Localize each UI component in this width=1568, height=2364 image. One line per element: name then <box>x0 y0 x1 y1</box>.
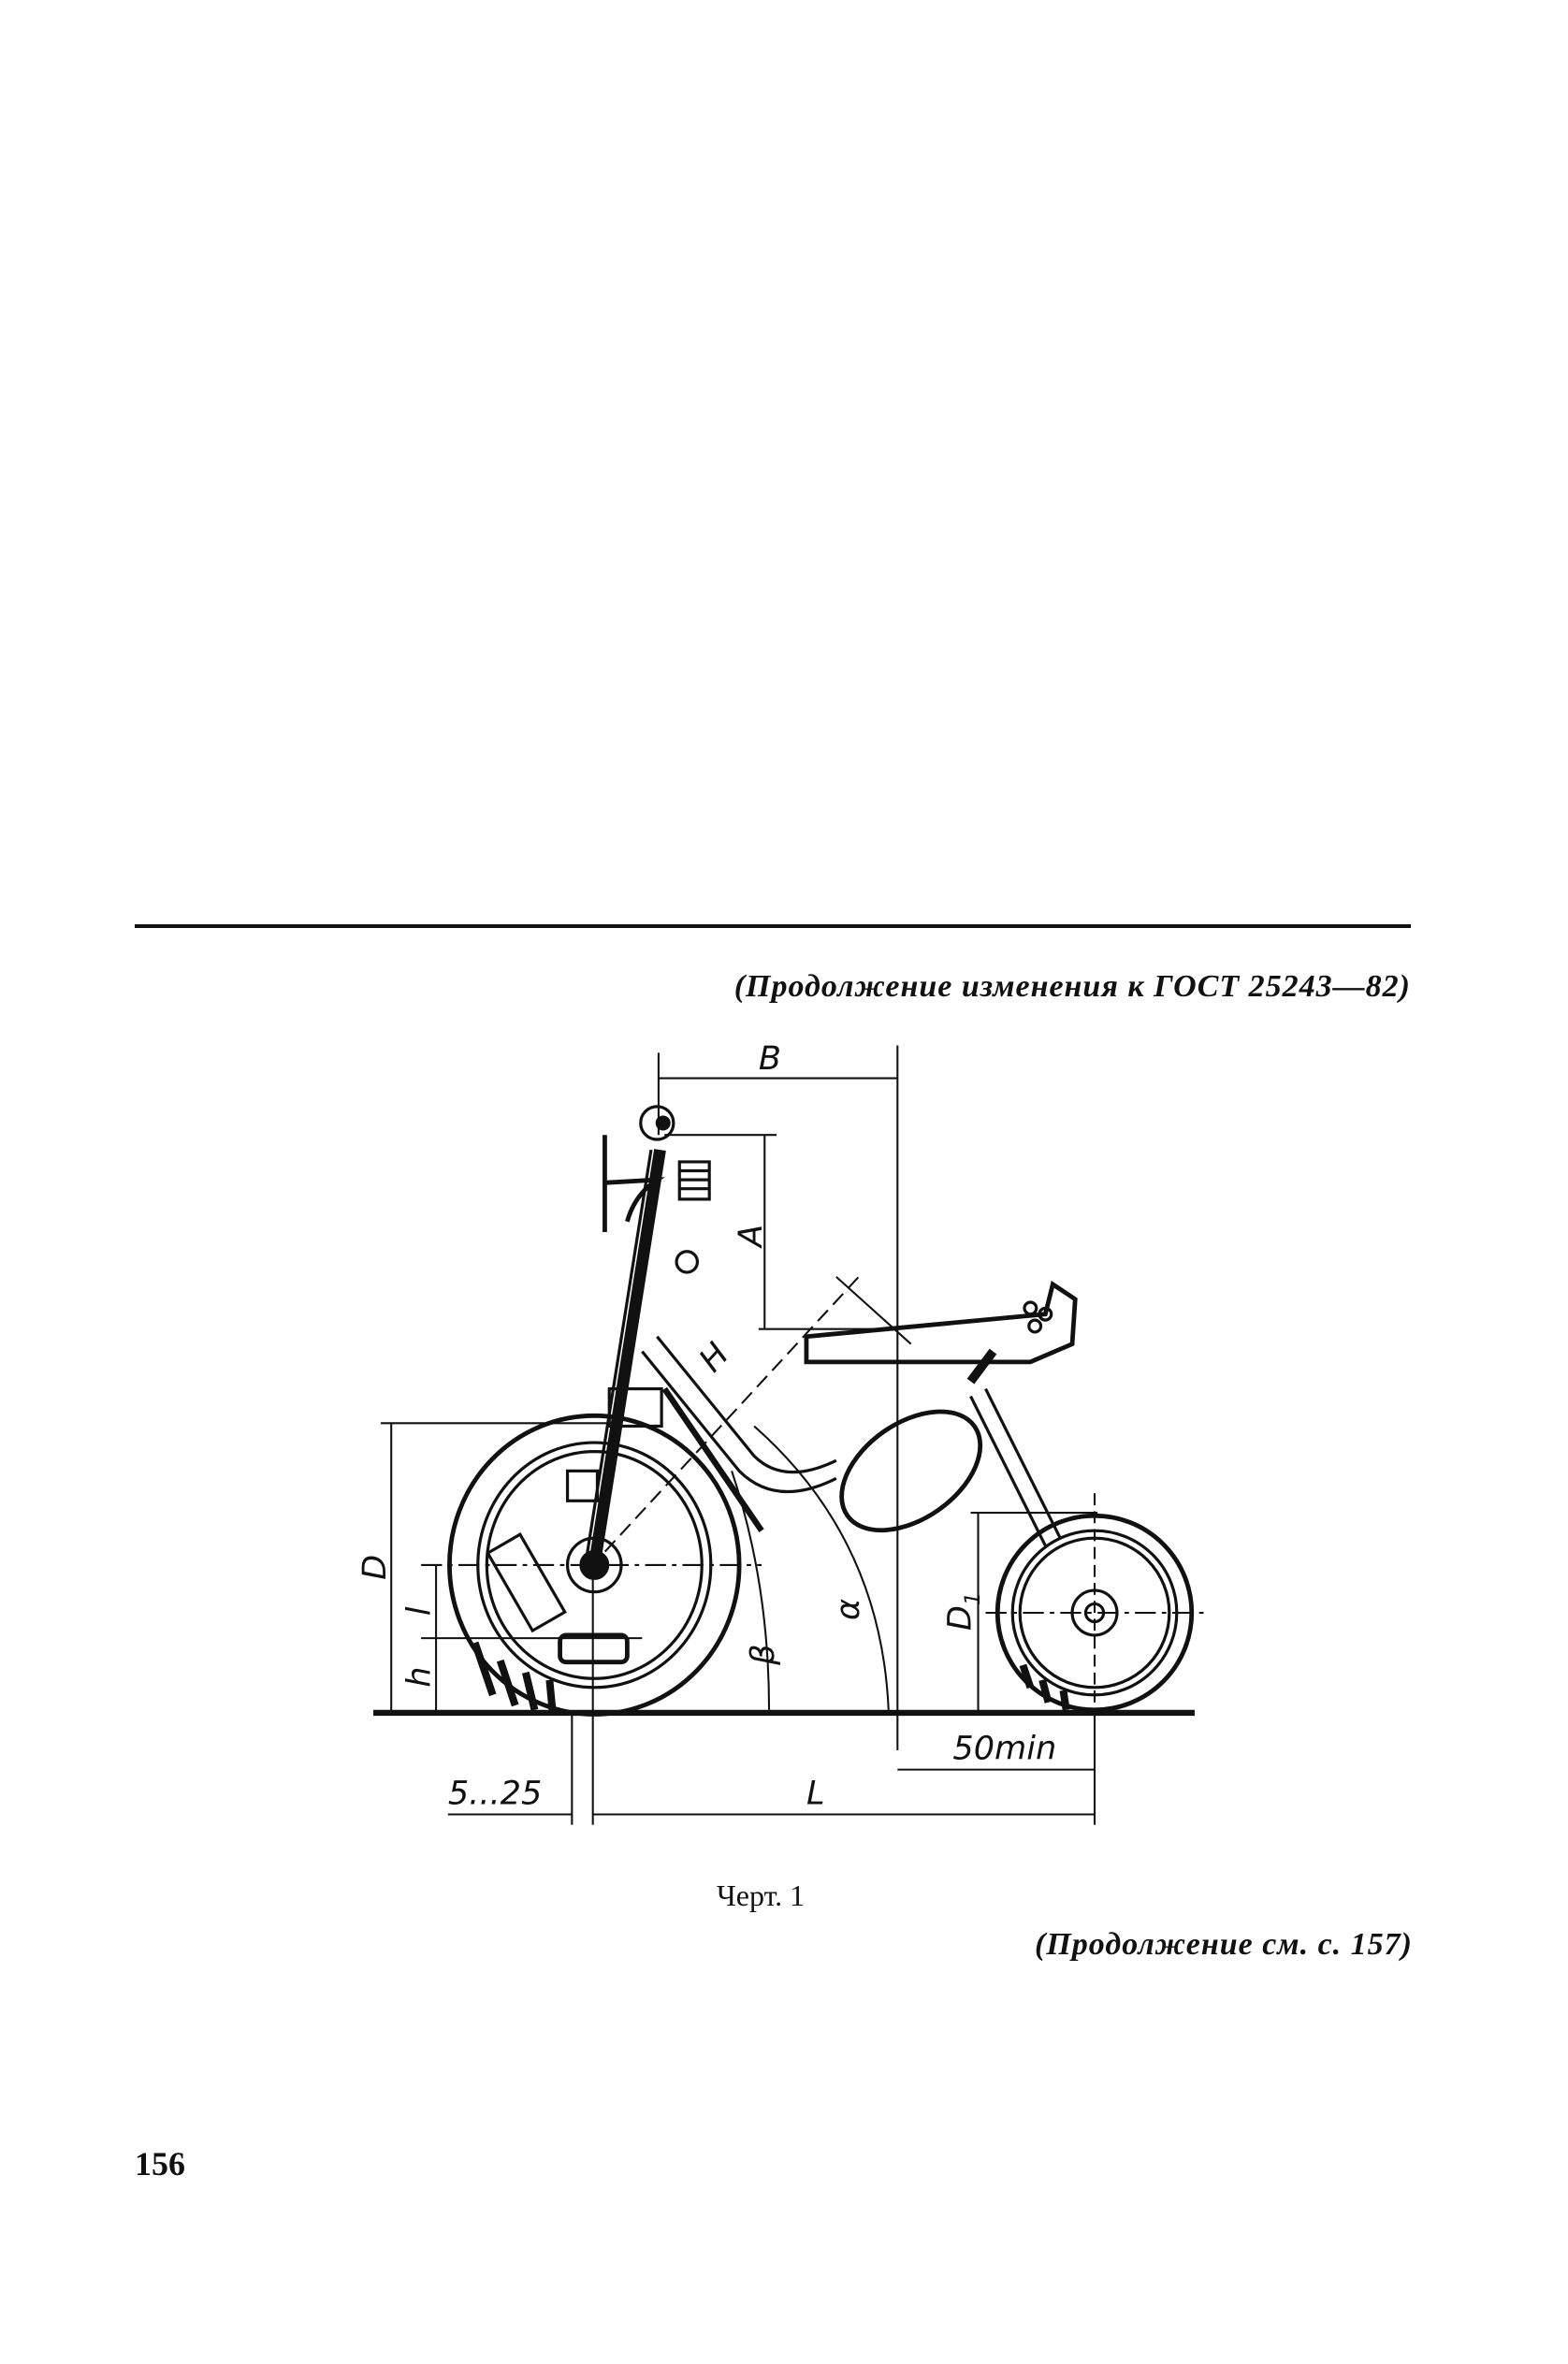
continuation-header: (Продолжение изменения к ГОСТ 25243—82) <box>733 969 1411 1004</box>
frame <box>584 1149 1062 1566</box>
svg-text:50min: 50min <box>952 1729 1056 1767</box>
top-rule <box>135 924 1411 928</box>
svg-text:L: L <box>806 1774 825 1812</box>
svg-text:H: H <box>691 1336 736 1380</box>
seat <box>804 1280 1078 1365</box>
svg-text:β: β <box>744 1644 782 1665</box>
svg-text:l: l <box>400 1606 439 1616</box>
svg-text:A: A <box>732 1225 770 1249</box>
svg-text:D: D <box>356 1555 394 1580</box>
svg-text:α: α <box>829 1599 867 1620</box>
svg-text:D1: D1 <box>941 1592 986 1631</box>
page-number: 156 <box>135 2145 185 2183</box>
handlebar <box>603 1105 711 1274</box>
svg-text:5...25: 5...25 <box>448 1774 543 1812</box>
svg-text:B: B <box>759 1039 781 1078</box>
figure-caption: Черт. 1 <box>717 1878 806 1912</box>
svg-text:h: h <box>400 1667 439 1688</box>
dimension-lines <box>381 1045 1210 1825</box>
dimension-labels: B A H D l h D1 α β 50min L 5...25 <box>356 1039 1056 1812</box>
continuation-note: (Продолжение см. с. 157) <box>1035 1927 1413 1962</box>
